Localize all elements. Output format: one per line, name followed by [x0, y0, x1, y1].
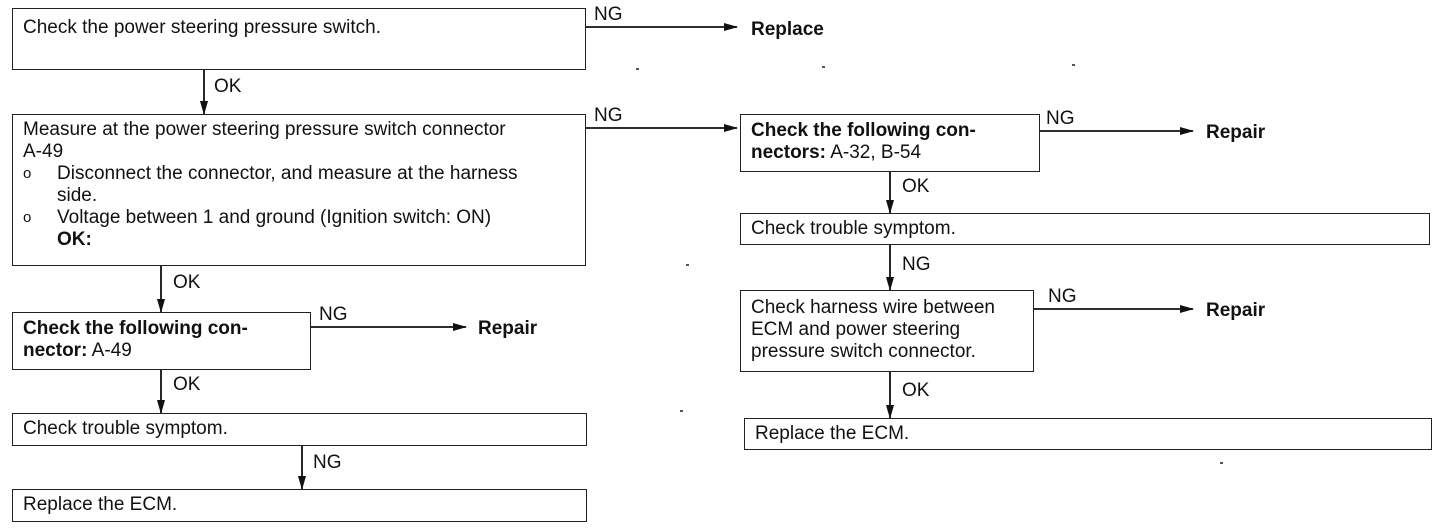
step-text-line2: A-49: [23, 141, 64, 162]
bullet-icon: o: [23, 165, 32, 182]
step-box-check-connectors-a32-b54: Check the following con- nectors: A-32, …: [740, 114, 1040, 172]
bullet-text-line1: Disconnect the connector, and measure at…: [57, 163, 518, 184]
scan-speck: [686, 264, 689, 266]
step-text-rest: A-32, B-54: [830, 142, 922, 163]
step-text-line1: Check the following con-: [751, 120, 976, 141]
outcome-replace: Replace: [751, 19, 824, 40]
step-box-check-symptom-left: Check trouble symptom.: [12, 413, 587, 446]
scan-speck: [1220, 462, 1223, 464]
step-text-line3: pressure switch connector.: [751, 341, 976, 362]
ng-label-box4: NG: [313, 452, 342, 473]
scan-speck: [680, 410, 683, 412]
step-box-check-symptom-right: Check trouble symptom.: [740, 213, 1430, 245]
scan-speck: [1072, 64, 1075, 66]
ng-label-box8: NG: [1048, 286, 1077, 307]
step-text-rest: A-49: [91, 340, 132, 361]
step-text-line1: Check harness wire between: [751, 297, 995, 318]
step-text-bold: nector:: [23, 340, 88, 361]
ok-label-box2: OK: [173, 272, 201, 293]
bullet-text-line2: side.: [57, 185, 98, 206]
step-text-line2: nectors: A-32, B-54: [751, 142, 1029, 164]
ok-label-box3: OK: [173, 374, 201, 395]
ng-label-box2: NG: [594, 105, 623, 126]
scan-speck: [822, 66, 825, 68]
step-box-replace-ecm-right: Replace the ECM.: [744, 418, 1432, 450]
bullet-text-line2: OK:: [57, 229, 92, 250]
ok-label-box1: OK: [214, 76, 242, 97]
step-box-replace-ecm-left: Replace the ECM.: [12, 489, 587, 522]
ng-label-box1: NG: [594, 4, 623, 25]
step-text: Replace the ECM.: [23, 494, 178, 515]
step-text-bold: nectors:: [751, 142, 826, 163]
bullet-item-disconnect: o Disconnect the connector, and measure …: [23, 163, 575, 207]
step-text: Replace the ECM.: [755, 423, 910, 444]
step-box-measure-connector: Measure at the power steering pressure s…: [12, 114, 586, 266]
step-box-check-harness: Check harness wire between ECM and power…: [740, 290, 1034, 372]
outcome-repair-a49: Repair: [478, 318, 538, 339]
outcome-repair-a32: Repair: [1206, 122, 1266, 143]
ok-label-box8: OK: [902, 380, 930, 401]
step-text-line1: Measure at the power steering pressure s…: [23, 119, 506, 140]
step-text: Check trouble symptom.: [23, 418, 228, 439]
ng-label-box7: NG: [902, 254, 931, 275]
step-text-line1: Check the following con-: [23, 318, 248, 339]
ok-label-box6: OK: [902, 176, 930, 197]
step-text-line2: ECM and power steering: [751, 319, 961, 340]
step-text: Check trouble symptom.: [751, 218, 956, 239]
scan-speck: [636, 68, 639, 70]
step-box-check-connector-a49: Check the following con- nector: A-49: [12, 312, 311, 370]
step-text-line2: nector: A-49: [23, 340, 300, 362]
step-box-check-switch: Check the power steering pressure switch…: [12, 8, 586, 70]
ng-label-box3: NG: [319, 304, 348, 325]
ng-label-box6: NG: [1046, 108, 1075, 129]
outcome-repair-harness: Repair: [1206, 300, 1266, 321]
bullet-item-voltage: o Voltage between 1 and ground (Ignition…: [23, 207, 575, 251]
bullet-icon: o: [23, 209, 32, 226]
bullet-text-line1: Voltage between 1 and ground (Ignition s…: [57, 207, 492, 228]
step-text: Check the power steering pressure switch…: [23, 17, 381, 38]
